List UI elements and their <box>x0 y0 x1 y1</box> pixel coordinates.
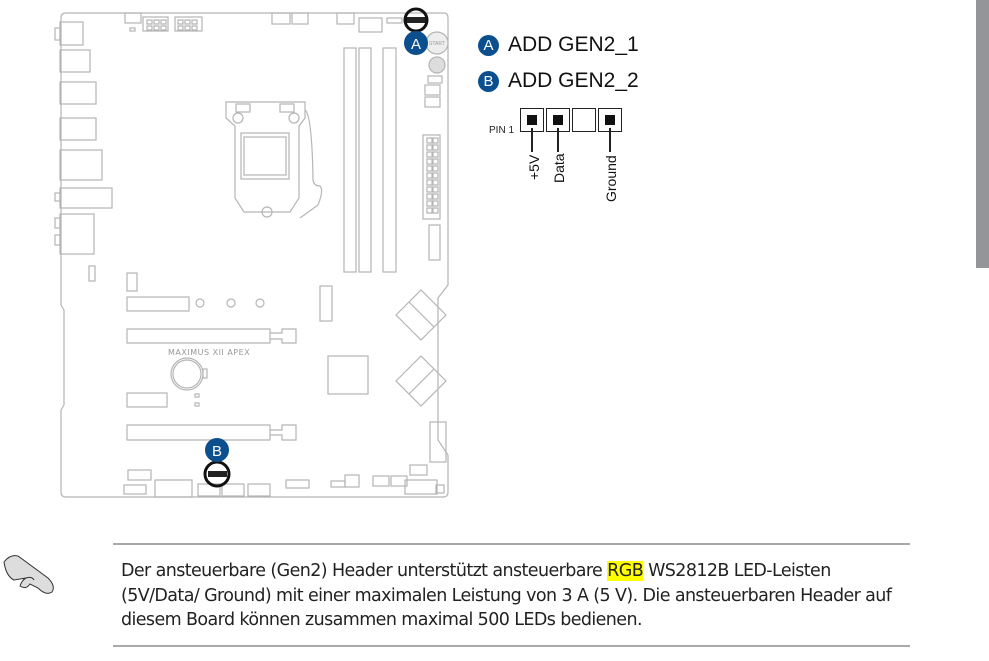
pin-label-5v: +5V <box>526 154 542 180</box>
pin-label-ground: Ground <box>603 155 619 202</box>
note-top-rule <box>113 543 910 545</box>
pointing-hand-icon <box>3 555 54 594</box>
header-add-gen2-1 <box>406 17 427 23</box>
pin-1 <box>520 108 544 132</box>
badge-a-letter: A <box>411 36 421 53</box>
pin-3 <box>572 108 596 132</box>
legend-label-b: ADD GEN2_2 <box>508 69 639 92</box>
note-bottom-rule <box>113 645 910 647</box>
header-add-gen2-2 <box>208 471 227 477</box>
pin-label-data: Data <box>551 153 567 183</box>
badge-a: A <box>478 34 499 56</box>
legend-item-a: A ADD GEN2_1 <box>478 33 639 57</box>
badge-b: B <box>478 70 499 92</box>
badge-b-icon <box>205 438 229 462</box>
page-side-tab <box>976 0 989 268</box>
badge-a-icon <box>404 31 428 55</box>
pin1-label: PIN 1 <box>489 125 515 136</box>
badge-b-letter: B <box>212 443 222 460</box>
board-outline <box>60 12 449 498</box>
start-button-label: START <box>429 41 445 47</box>
note-text: Der ansteuerbare (Gen2) Header unterstüt… <box>121 561 892 630</box>
legend-item-b: B ADD GEN2_2 <box>478 69 639 93</box>
legend-label-a: ADD GEN2_1 <box>508 33 639 56</box>
highlighted-rgb: RGB <box>607 561 644 581</box>
board-name-text: MAXIMUS XII APEX <box>168 348 250 357</box>
